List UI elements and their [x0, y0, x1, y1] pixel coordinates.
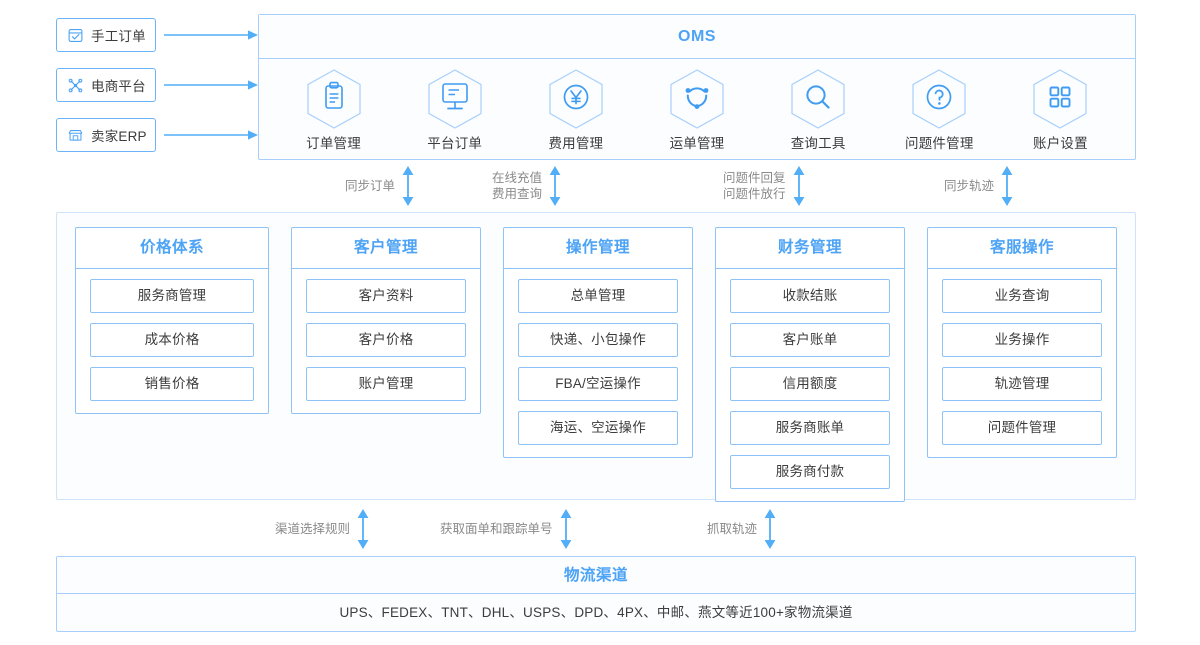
category-item[interactable]: 账户管理	[306, 367, 466, 401]
category-item[interactable]: 服务商付款	[730, 455, 890, 489]
double-arrow-vertical-icon	[764, 509, 776, 549]
category-title: 客服操作	[928, 228, 1116, 269]
oms-module-label: 账户设置	[1033, 135, 1088, 151]
arrow-seller-erp-to-oms	[164, 130, 258, 140]
double-arrow-vertical-icon	[549, 166, 561, 206]
oms-module-waybill-management[interactable]: 运单管理	[640, 68, 754, 152]
category-finance-management: 财务管理 收款结账 客户账单 信用额度 服务商账单 服务商付款	[715, 227, 905, 502]
oms-module-order-management[interactable]: 订单管理	[277, 68, 391, 152]
double-arrow-vertical-icon	[402, 166, 414, 206]
oms-module-label: 查询工具	[790, 135, 846, 151]
oms-module-label: 费用管理	[548, 135, 604, 151]
connector-caption-line: 同步订单	[345, 179, 396, 193]
clipboard-icon	[306, 68, 361, 129]
connector-caption-line: 问题件放行	[723, 187, 786, 201]
category-item[interactable]: 销售价格	[90, 367, 254, 401]
arrow-ecommerce-to-oms	[164, 80, 258, 90]
category-customer-management: 客户管理 客户资料 客户价格 账户管理	[291, 227, 481, 414]
connector-problem-parcel-reply-release: 问题件回复 问题件放行	[723, 166, 806, 206]
source-box-ecommerce-platform[interactable]: 电商平台	[56, 68, 156, 102]
category-operation-management: 操作管理 总单管理 快递、小包操作 FBA/空运操作 海运、空运操作	[503, 227, 693, 458]
connector-caption-line: 费用查询	[492, 187, 543, 201]
source-label: 手工订单	[91, 29, 146, 44]
category-items: 业务查询 业务操作 轨迹管理 问题件管理	[928, 269, 1116, 457]
grid-squares-icon	[1033, 68, 1088, 129]
connector-channel-selection-rule: 渠道选择规则	[275, 509, 370, 549]
double-arrow-vertical-icon	[357, 509, 369, 549]
source-box-manual-order[interactable]: 手工订单	[56, 18, 156, 52]
category-title: 财务管理	[716, 228, 904, 269]
category-item[interactable]: 业务查询	[942, 279, 1102, 313]
oms-module-label: 运单管理	[669, 135, 725, 151]
oms-title: OMS	[259, 15, 1135, 59]
yen-circle-icon	[549, 68, 603, 129]
connector-caption-line: 抓取轨迹	[707, 522, 758, 536]
category-title: 价格体系	[76, 228, 268, 269]
connector-fetch-track: 抓取轨迹	[707, 509, 777, 549]
category-item[interactable]: 快递、小包操作	[518, 323, 678, 357]
connector-caption-line: 同步轨迹	[944, 179, 995, 193]
checkbox-document-icon	[68, 28, 83, 42]
double-arrow-vertical-icon	[1001, 166, 1013, 206]
category-item[interactable]: 服务商管理	[90, 279, 254, 313]
connector-caption-line: 渠道选择规则	[275, 522, 351, 536]
oms-module-label: 问题件管理	[905, 135, 974, 151]
category-item[interactable]: 轨迹管理	[942, 367, 1102, 401]
source-label: 卖家ERP	[91, 129, 147, 144]
arrow-manual-order-to-oms	[164, 30, 258, 40]
category-item[interactable]: 问题件管理	[942, 411, 1102, 445]
sync-circle-icon	[670, 68, 724, 129]
category-item[interactable]: 收款结账	[730, 279, 890, 313]
connector-caption-line: 获取面单和跟踪单号	[440, 522, 553, 536]
question-circle-icon	[912, 68, 966, 129]
connector-caption-line: 问题件回复	[723, 171, 786, 185]
oms-module-label: 订单管理	[306, 135, 361, 151]
source-box-seller-erp[interactable]: 卖家ERP	[56, 118, 156, 152]
monitor-icon	[428, 68, 482, 129]
category-item[interactable]: 总单管理	[518, 279, 678, 313]
category-item[interactable]: 信用额度	[730, 367, 890, 401]
category-item[interactable]: 服务商账单	[730, 411, 890, 445]
category-customer-service: 客服操作 业务查询 业务操作 轨迹管理 问题件管理	[927, 227, 1117, 458]
storefront-icon	[68, 129, 83, 141]
oms-module-platform-order[interactable]: 平台订单	[398, 68, 512, 152]
double-arrow-vertical-icon	[793, 166, 804, 206]
category-items: 收款结账 客户账单 信用额度 服务商账单 服务商付款	[716, 269, 904, 501]
connector-sync-order: 同步订单	[345, 166, 415, 206]
category-items: 服务商管理 成本价格 销售价格	[76, 269, 268, 413]
connector-online-recharge-fee-query: 在线充值 费用查询	[492, 166, 562, 206]
oms-module-query-tool[interactable]: 查询工具	[761, 68, 875, 152]
category-item[interactable]: 客户资料	[306, 279, 466, 313]
network-nodes-icon	[68, 78, 83, 92]
oms-panel: OMS 订单管理	[258, 14, 1136, 160]
connector-caption-line: 在线充值	[492, 171, 543, 185]
category-items: 总单管理 快递、小包操作 FBA/空运操作 海运、空运操作	[504, 269, 692, 457]
double-arrow-vertical-icon	[560, 509, 571, 549]
category-title: 客户管理	[292, 228, 480, 269]
category-item[interactable]: 客户账单	[730, 323, 890, 357]
logistics-channel-panel: 物流渠道 UPS、FEDEX、TNT、DHL、USPS、DPD、4PX、中邮、燕…	[56, 556, 1136, 632]
connector-sync-track: 同步轨迹	[944, 166, 1014, 206]
category-items: 客户资料 客户价格 账户管理	[292, 269, 480, 413]
connector-get-label-and-tracking-number: 获取面单和跟踪单号	[440, 509, 573, 549]
oms-module-fee-management[interactable]: 费用管理	[519, 68, 633, 152]
category-title: 操作管理	[504, 228, 692, 269]
category-item[interactable]: 客户价格	[306, 323, 466, 357]
category-item[interactable]: FBA/空运操作	[518, 367, 678, 401]
oms-module-list: 订单管理 平台订单	[259, 59, 1135, 160]
source-label: 电商平台	[91, 79, 146, 94]
category-price-system: 价格体系 服务商管理 成本价格 销售价格	[75, 227, 269, 414]
category-item[interactable]: 业务操作	[942, 323, 1102, 357]
oms-module-problem-parcel[interactable]: 问题件管理	[882, 68, 996, 152]
category-item[interactable]: 海运、空运操作	[518, 411, 678, 445]
logistics-description: UPS、FEDEX、TNT、DHL、USPS、DPD、4PX、中邮、燕文等近10…	[339, 605, 853, 620]
category-item[interactable]: 成本价格	[90, 323, 254, 357]
core-system-panel: 价格体系 服务商管理 成本价格 销售价格 客户管理 客户资料 客户价格 账户管理…	[56, 212, 1136, 502]
oms-module-account-settings[interactable]: 账户设置	[1003, 68, 1117, 152]
search-icon	[791, 68, 845, 129]
logistics-title: 物流渠道	[57, 557, 1135, 594]
oms-module-label: 平台订单	[427, 135, 483, 151]
